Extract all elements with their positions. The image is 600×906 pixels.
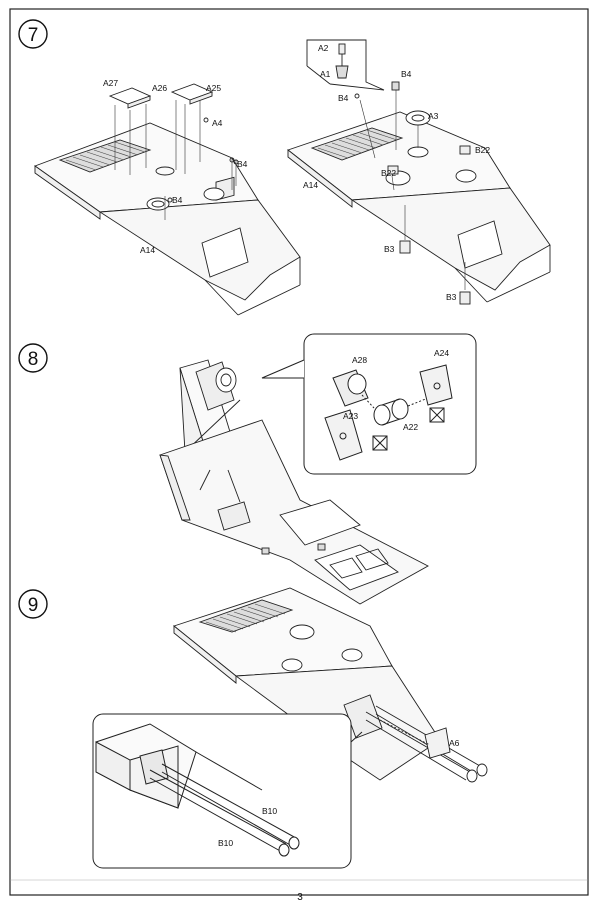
step-8-hull-drawing bbox=[159, 359, 429, 605]
label-a28: A28 bbox=[352, 355, 367, 365]
label-a4: A4 bbox=[212, 118, 223, 128]
step-9-circle bbox=[18, 589, 48, 619]
label-b10-upper: B10 bbox=[262, 806, 277, 816]
page-border bbox=[9, 8, 589, 896]
step-7-number: 7 bbox=[28, 25, 39, 46]
label-a14: A14 bbox=[140, 245, 155, 255]
label-a3: A3 bbox=[428, 111, 439, 121]
label-a24: A24 bbox=[434, 348, 449, 358]
step-7-left-hull-drawing bbox=[34, 83, 301, 316]
step-7-right-hull-drawing bbox=[287, 39, 551, 305]
label-a26: A26 bbox=[152, 83, 167, 93]
label-a1: A1 bbox=[320, 69, 331, 79]
step-9-number: 9 bbox=[28, 595, 39, 616]
label-b22-left: B22 bbox=[381, 168, 396, 178]
label-b4-top: B4 bbox=[401, 69, 412, 79]
step-8: 8 bbox=[18, 333, 477, 605]
step-7: 7 bbox=[18, 19, 551, 316]
label-b4-right: B4 bbox=[237, 159, 248, 169]
label-b3-right: B3 bbox=[446, 292, 457, 302]
step-8-circle bbox=[18, 343, 48, 373]
label-b4-lower: B4 bbox=[172, 195, 183, 205]
label-a27: A27 bbox=[103, 78, 118, 88]
label-a22: A22 bbox=[403, 422, 418, 432]
step-7-circle bbox=[18, 19, 48, 49]
step-8-number: 8 bbox=[28, 349, 39, 370]
label-b22-right: B22 bbox=[475, 145, 490, 155]
label-a23: A23 bbox=[343, 411, 358, 421]
step-9-detail-inset bbox=[92, 713, 363, 869]
label-b10-lower: B10 bbox=[218, 838, 233, 848]
label-b4-left: B4 bbox=[338, 93, 349, 103]
label-a2: A2 bbox=[318, 43, 329, 53]
label-a14-right: A14 bbox=[303, 180, 318, 190]
label-b3-left: B3 bbox=[384, 244, 395, 254]
step-8-detail-callout bbox=[261, 333, 477, 475]
step-9: 9 A6 bbox=[18, 587, 488, 869]
page-number: 3 bbox=[297, 892, 303, 903]
label-a6: A6 bbox=[449, 738, 460, 748]
label-a25: A25 bbox=[206, 83, 221, 93]
